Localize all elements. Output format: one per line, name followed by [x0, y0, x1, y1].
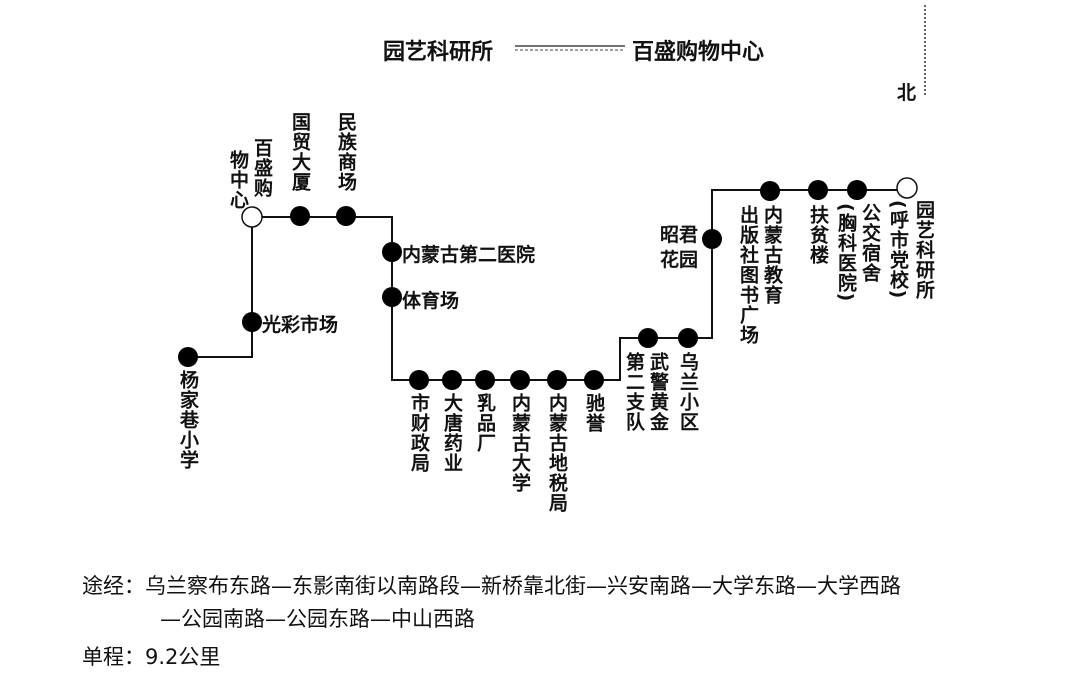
north-label: 北 [897, 82, 917, 104]
stop-dot [547, 370, 567, 390]
route-line2: —公园南路—公园东路—中山西路 [160, 607, 475, 631]
station-label: 百盛购 [251, 138, 273, 198]
stop-dot [290, 206, 310, 226]
station-label: 市财政局 [408, 393, 430, 473]
station-label: 公交宿舍 [859, 203, 881, 283]
stop-dot [510, 370, 530, 390]
station-label: 第二支队 [623, 352, 645, 432]
station-label: 体育场 [402, 290, 460, 312]
station-label: 大唐药业 [441, 393, 463, 473]
station-label: 驰誉 [583, 393, 605, 433]
route-via: 途经：乌兰察布东路—东影南街以南路段—新桥靠北街—兴安南路—大学东路—大学西路 [82, 570, 901, 600]
stop-dot [678, 328, 698, 348]
stop-dot [242, 312, 262, 332]
stop-dot [382, 242, 402, 262]
stop-dot [847, 180, 867, 200]
station-label: 武警黄金 [647, 352, 669, 432]
station-label: 园艺科研所 [913, 200, 935, 300]
station-label: 花园 [660, 249, 699, 271]
station-label: 昭君 [660, 224, 699, 246]
header-to: 百盛购物中心 [632, 40, 765, 65]
distance-label: 单程： [82, 645, 145, 669]
distance: 单程：9.2公里 [82, 641, 220, 671]
stop-dot [382, 287, 402, 307]
header-from: 园艺科研所 [383, 40, 494, 65]
station-label: 内蒙古第二医院 [402, 244, 536, 266]
station-label: 杨家巷小学 [177, 370, 199, 470]
station-label: 乳品厂 [474, 393, 496, 453]
stop-dot [760, 181, 780, 201]
stop-dot [808, 180, 828, 200]
stop-dot [409, 370, 429, 390]
stop-dots [178, 180, 867, 390]
station-label: 乌兰小区 [677, 352, 699, 432]
stop-dot [702, 229, 722, 249]
stop-dot [475, 370, 495, 390]
stop-dot [178, 347, 198, 367]
station-label: 国贸大厦 [289, 112, 311, 192]
route-line1: 乌兰察布东路—东影南街以南路段—新桥靠北街—兴安南路—大学东路—大学西路 [145, 574, 901, 598]
station-label: (呼市党校) [887, 200, 909, 300]
station-label: 物中心 [227, 150, 249, 210]
station-label: 内蒙古大学 [509, 393, 531, 493]
terminal-dot [241, 206, 263, 228]
station-label: 光彩市场 [262, 314, 339, 336]
stop-dot [584, 370, 604, 390]
stop-dot [638, 328, 658, 348]
station-label: 民族商场 [335, 112, 357, 192]
station-label: 内蒙古教育 [761, 205, 783, 305]
station-label: 扶贫楼 [807, 205, 829, 265]
station-label: 内蒙古地税局 [546, 393, 568, 513]
station-label: (胸科医院) [835, 203, 857, 303]
stop-dot [442, 370, 462, 390]
distance-value: 9.2公里 [145, 645, 221, 669]
stop-dot [336, 206, 356, 226]
route-line [188, 189, 897, 381]
terminal-dot [896, 177, 918, 199]
station-label: 出版社图书广场 [737, 205, 759, 345]
route-label: 途经： [82, 574, 145, 598]
